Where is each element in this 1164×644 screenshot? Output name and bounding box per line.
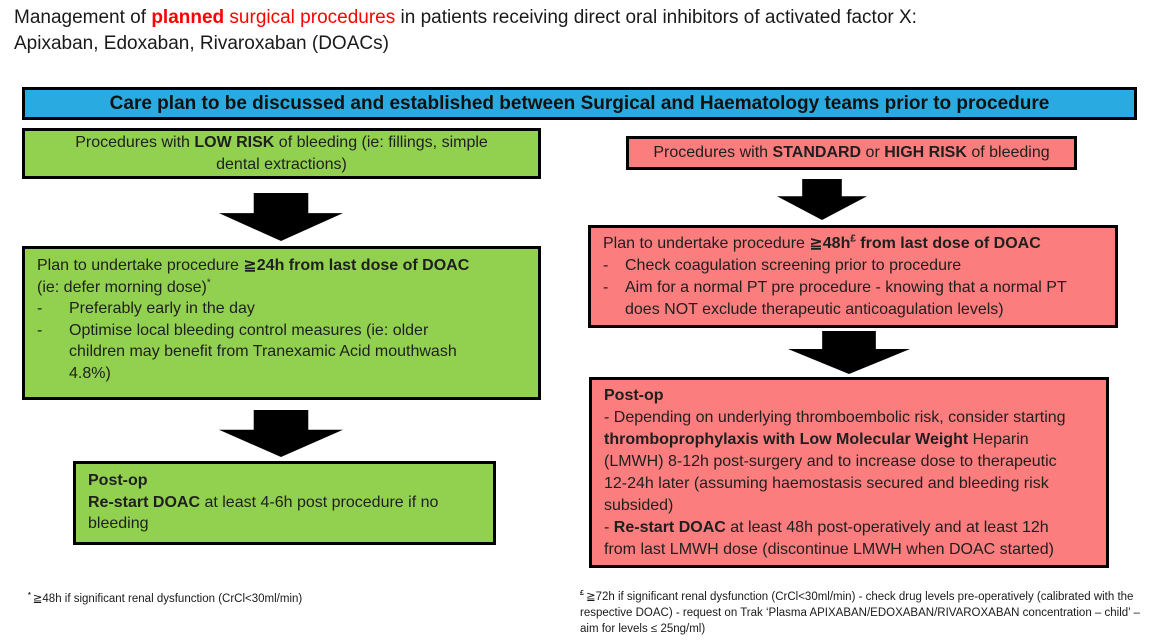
text-run: ≧48h <box>809 235 851 252</box>
text-run: in patients receiving direct oral inhibi… <box>395 7 917 28</box>
text-line: - Depending on underlying thromboembolic… <box>604 407 1074 517</box>
bullet-line: - Optimise local bleeding control measure… <box>37 320 482 385</box>
text-line: Management of planned surgical procedure… <box>14 5 1160 31</box>
text-run: ≧48h if significant renal dysfunction (C… <box>32 593 303 605</box>
text-run: Post-op <box>604 387 664 404</box>
text-run: thromboprophylaxis with Low Molecular We… <box>604 431 969 448</box>
bullet-line: - Preferably early in the day <box>37 298 482 320</box>
bullet-dash: - <box>603 257 609 274</box>
text-line: Apixaban, Edoxaban, Rivaroxaban (DOACs) <box>14 31 1160 57</box>
text-line: Re-start DOAC at least 4-6h post procedu… <box>88 492 469 535</box>
text-run: Procedures with <box>75 133 195 151</box>
text-run: Procedures with <box>653 144 773 161</box>
text-run: of bleeding <box>966 144 1050 161</box>
text-run: * <box>206 277 211 289</box>
text-run: surgical procedures <box>224 7 396 28</box>
low-risk-plan-box: Plan to undertake procedure ≧24h from la… <box>22 246 541 400</box>
text-run: Re-start DOAC <box>88 493 201 511</box>
text-run: Check coagulation screening prior to pro… <box>625 257 962 274</box>
down-arrow-icon <box>219 193 343 241</box>
text-run: LOW RISK <box>194 133 275 151</box>
down-arrow-icon <box>777 179 867 220</box>
care-plan-banner: Care plan to be discussed and establishe… <box>22 87 1137 120</box>
text-run: or <box>861 144 885 161</box>
text-run: Aim for a normal PT pre procedure - know… <box>625 279 1067 318</box>
text-run: - Depending on underlying thromboembolic… <box>604 409 1066 426</box>
text-run: * <box>28 591 33 600</box>
page-title: Management of planned surgical procedure… <box>14 5 1160 57</box>
text-run: Preferably early in the day <box>69 300 255 317</box>
bullet-dash: - <box>603 279 609 296</box>
text-line: - Re-start DOAC at least 48h post-operat… <box>604 517 1074 561</box>
text-run: STANDARD <box>772 144 862 161</box>
bullet-text: Optimise local bleeding control measures… <box>69 320 482 385</box>
down-arrow-icon <box>788 331 910 374</box>
text-run: from last dose of DOAC <box>855 235 1041 252</box>
high-risk-text: Procedures with STANDARD or HIGH RISK of… <box>653 142 1049 164</box>
high-risk-plan-box: Plan to undertake procedure ≧48h£ from l… <box>588 225 1118 328</box>
text-run: at least 4-6h post procedure if no bleed… <box>88 493 439 533</box>
text-run: planned <box>151 7 225 28</box>
text-run: £ <box>580 589 586 598</box>
text-run: ≧72h if significant renal dysfunction (C… <box>580 591 1140 635</box>
text-run: Post-op <box>88 472 148 489</box>
text-run: Re-start DOAC <box>613 519 726 536</box>
down-arrow-icon <box>219 410 343 457</box>
text-line: Post-op <box>88 470 469 492</box>
bullet-dash: - <box>37 300 43 317</box>
footnote-low-risk: * ≧48h if significant renal dysfunction … <box>28 591 568 607</box>
bullet-line: -Check coagulation screening prior to pr… <box>603 255 1105 277</box>
text-run: - <box>604 519 614 536</box>
text-run: at least 48h post-operatively and at lea… <box>604 519 1054 558</box>
bullet-line: -Aim for a normal PT pre procedure - kno… <box>603 277 1105 321</box>
high-risk-box: Procedures with STANDARD or HIGH RISK of… <box>626 136 1077 170</box>
text-run: HIGH RISK <box>884 144 967 161</box>
text-run: of bleeding (ie: fillings, simple dental… <box>216 133 488 173</box>
text-run: Management of <box>14 7 152 28</box>
bullet-text: Check coagulation screening prior to pro… <box>625 255 961 277</box>
text-line: Plan to undertake procedure ≧48h£ from l… <box>603 233 1105 255</box>
bullet-text: Aim for a normal PT pre procedure - know… <box>625 277 1105 321</box>
text-run: (ie: defer morning dose) <box>37 278 207 296</box>
low-risk-text: Procedures with LOW RISK of bleeding (ie… <box>55 132 508 176</box>
low-risk-box: Procedures with LOW RISK of bleeding (ie… <box>22 128 541 179</box>
text-line: Plan to undertake procedure ≧24h from la… <box>37 255 482 298</box>
text-run: Plan to undertake procedure <box>603 235 810 252</box>
text-run: Plan to undertake procedure <box>37 257 244 274</box>
bullet-text: Preferably early in the day <box>69 298 255 320</box>
text-run: £ <box>850 233 856 245</box>
text-run: ≧24h from last dose of DOAC <box>243 257 470 274</box>
footnote-high-risk: £ ≧72h if significant renal dysfunction … <box>580 589 1158 637</box>
text-run: Optimise local bleeding control measures… <box>69 321 457 382</box>
text-run: Heparin (LMWH) 8-12h post-surgery and to… <box>604 431 1057 514</box>
bullet-dash: - <box>37 321 43 339</box>
high-risk-postop-box: Post-op - Depending on underlying thrombo… <box>589 377 1109 568</box>
text-run: Apixaban, Edoxaban, Rivaroxaban (DOACs) <box>14 33 389 54</box>
text-line: Post-op <box>604 385 1074 407</box>
